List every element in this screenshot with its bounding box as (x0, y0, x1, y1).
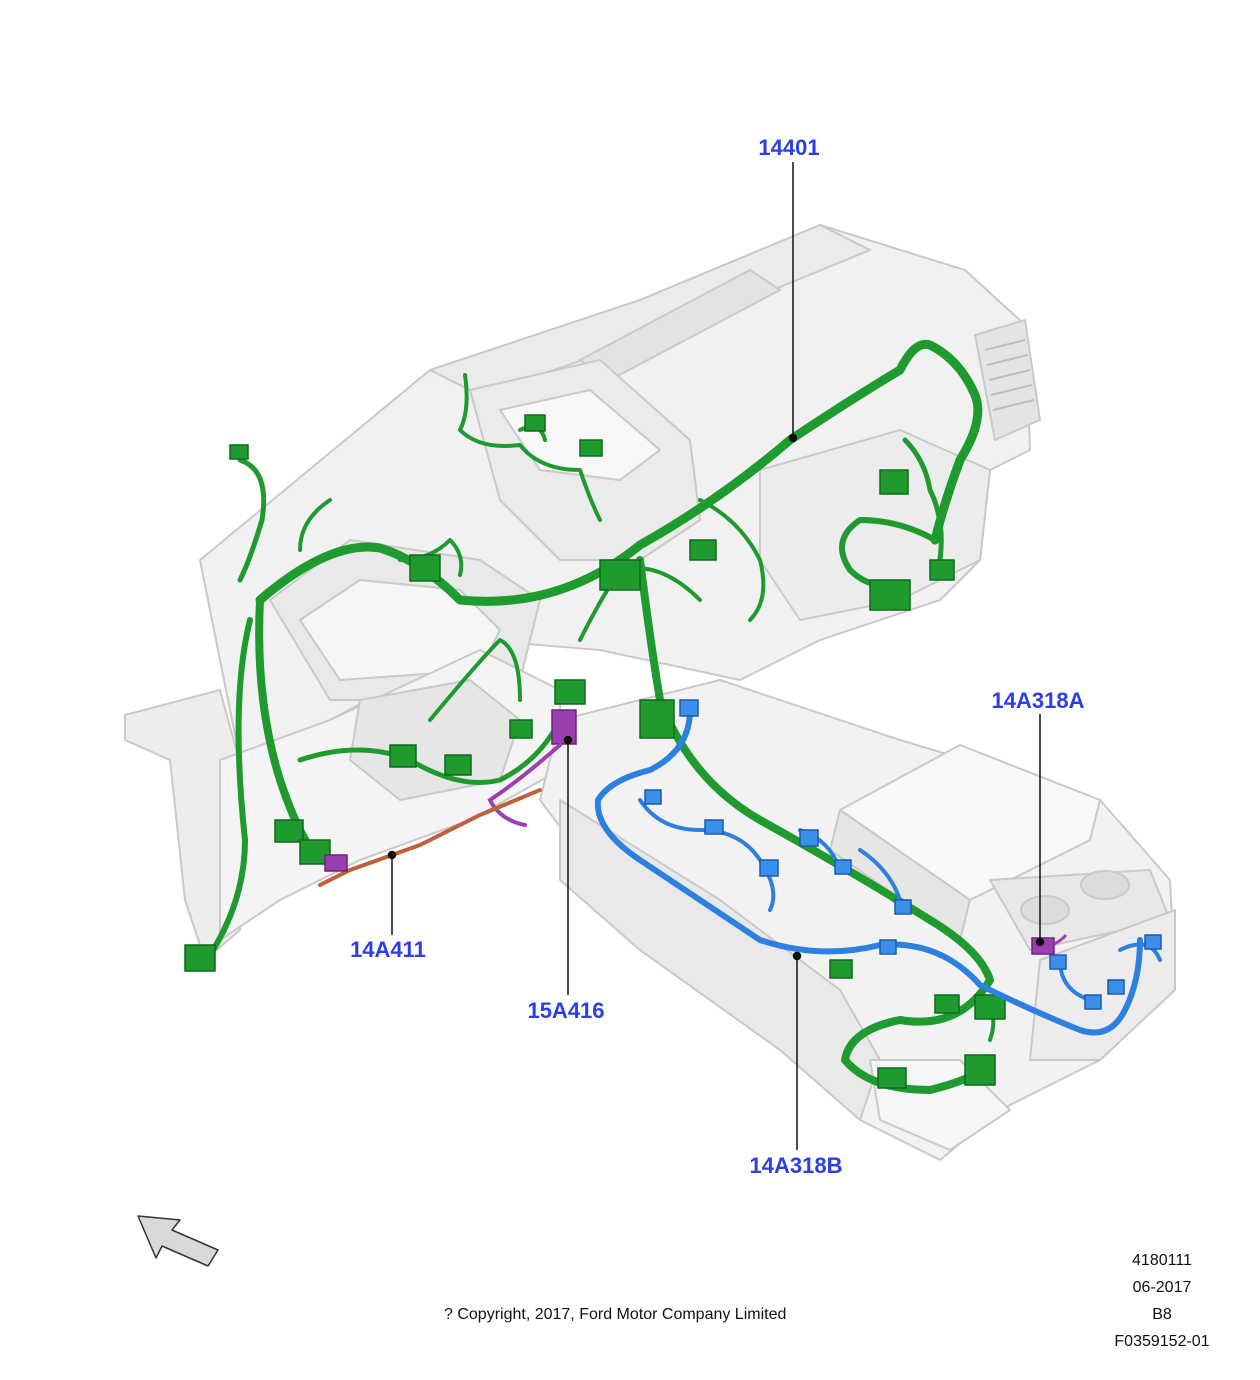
meta-date: 06-2017 (1132, 1279, 1192, 1296)
callout-14A318B: 14A318B (749, 1153, 843, 1178)
harness-14A411 (318, 788, 542, 887)
callout-14401: 14401 (758, 135, 820, 160)
console-harness-connectors (644, 699, 1162, 1010)
harness-15A416 (487, 709, 577, 827)
meta-figure-number: F0359152-01 (1114, 1333, 1210, 1350)
copyright-notice: ? Copyright, 2017, Ford Motor Company Li… (444, 1306, 787, 1323)
callout-15A416: 15A416 (527, 998, 605, 1023)
callout-14A411: 14A411 (350, 937, 426, 962)
main-harness-connectors (184, 414, 1006, 1089)
meta-code: B8 (1152, 1306, 1172, 1323)
leader-lines (387, 162, 1045, 1150)
harness-14A318A (1031, 934, 1068, 955)
instrument-panel (124, 224, 1041, 961)
meta-id: 4180111 (1132, 1252, 1192, 1269)
floor-console (539, 679, 1176, 1161)
direction-arrow-icon (137, 1215, 219, 1267)
callout-14A318A: 14A318A (991, 688, 1085, 713)
